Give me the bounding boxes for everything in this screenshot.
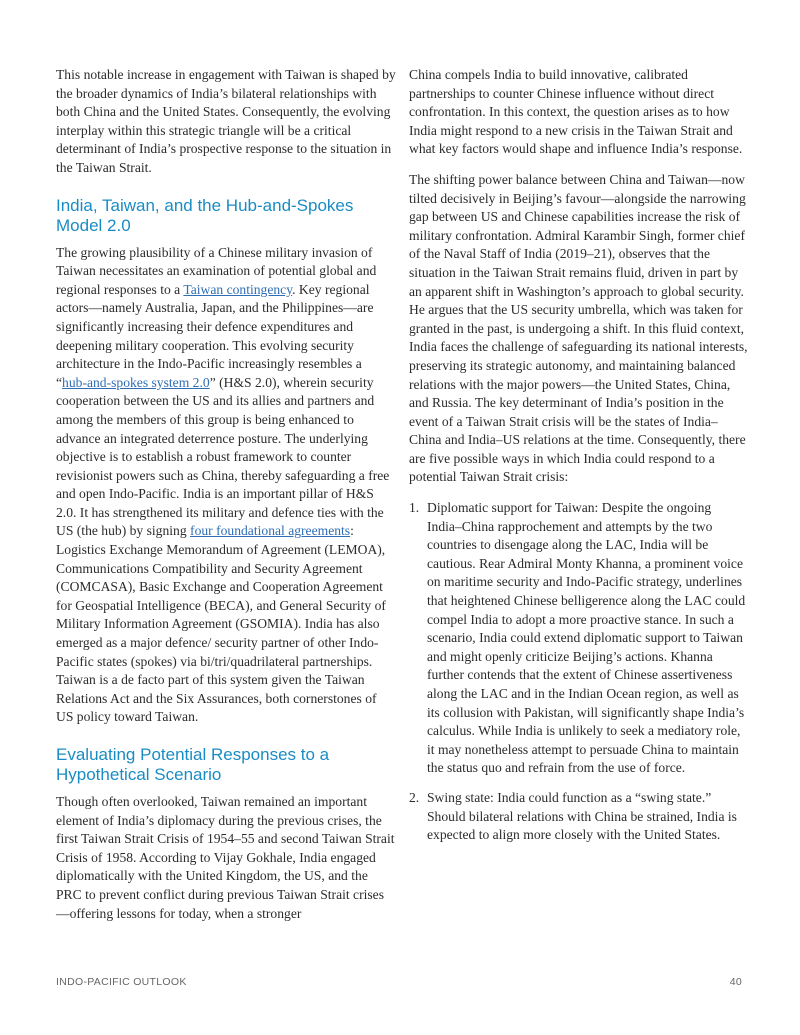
text: ” (H&S 2.0), wherein security cooperatio… <box>56 374 390 539</box>
list-text: Swing state: India could function as a “… <box>427 789 737 843</box>
right-paragraph-2: The shifting power balance between China… <box>409 171 748 485</box>
footer-publication: INDO-PACIFIC OUTLOOK <box>56 976 187 988</box>
text: : Logistics Exchange Memorandum of Agree… <box>56 523 386 725</box>
hub-and-spokes-paragraph: The growing plausibility of a Chinese mi… <box>56 244 396 727</box>
taiwan-contingency-link[interactable]: Taiwan contingency <box>183 281 293 297</box>
section-heading-evaluating-responses: Evaluating Potential Responses to a Hypo… <box>56 745 330 784</box>
list-item: 2. Swing state: India could function as a… <box>409 789 749 845</box>
text: . Key regional actors—namely Australia, … <box>56 281 374 390</box>
intro-paragraph: This notable increase in engagement with… <box>56 67 396 175</box>
list-item: 1. Diplomatic support for Taiwan: Despite… <box>409 499 749 778</box>
hub-and-spokes-link[interactable]: hub-and-spokes system 2.0 <box>62 374 210 390</box>
list-number: 1. <box>409 500 420 516</box>
page-number: 40 <box>729 976 742 988</box>
left-column: This notable increase in engagement with… <box>56 66 396 923</box>
right-paragraph-1: China compels India to build innovative,… <box>409 67 743 157</box>
list-text: Diplomatic support for Taiwan: Despite t… <box>427 500 746 776</box>
response-options-list: 1. Diplomatic support for Taiwan: Despite… <box>409 499 749 845</box>
right-column: China compels India to build innovative,… <box>409 66 749 845</box>
section-heading-hub-and-spokes: India, Taiwan, and the Hub-and-Spokes Mo… <box>56 195 354 235</box>
text: The growing plausibility of a Chinese mi… <box>56 244 377 297</box>
previous-crises-paragraph: Though often overlooked, Taiwan remained… <box>56 794 395 921</box>
list-number: 2. <box>409 789 420 805</box>
foundational-agreements-link[interactable]: four foundational agreements <box>190 523 351 539</box>
